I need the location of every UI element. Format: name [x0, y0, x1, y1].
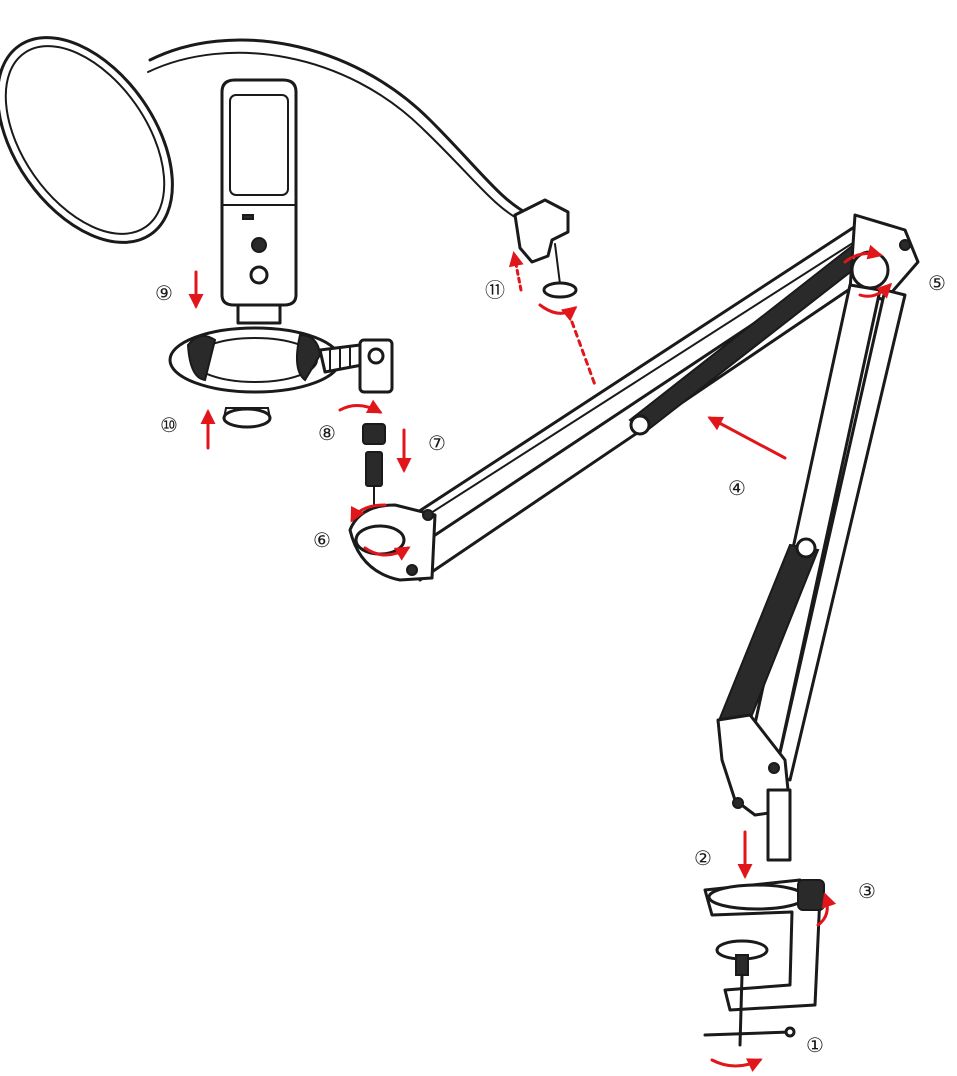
step-label-9: ⑨: [155, 281, 173, 305]
boom-arm-upper: [348, 213, 920, 582]
step-label-3: ③: [858, 879, 876, 903]
boom-arm-lower: [716, 283, 907, 862]
step-label-11: ⑪: [485, 278, 505, 302]
step-label-1: ①: [806, 1033, 824, 1057]
assembly-arrows: [188, 244, 893, 1072]
thread-adapter: [362, 423, 386, 511]
step-label-4: ④: [728, 476, 746, 500]
microphone: [220, 78, 298, 325]
desk-clamp: [703, 878, 825, 1047]
step-labels: ⑨ ⑩ ⑧ ⑦ ⑥ ⑪ ④ ⑤ ② ③ ①: [155, 271, 946, 1057]
step-label-8: ⑧: [318, 421, 336, 445]
step-label-2: ②: [694, 846, 712, 870]
step-label-10: ⑩: [160, 413, 178, 437]
step-label-5: ⑤: [928, 271, 946, 295]
step-label-7: ⑦: [428, 431, 446, 455]
step-label-6: ⑥: [313, 528, 331, 552]
shock-mount: [168, 326, 394, 429]
